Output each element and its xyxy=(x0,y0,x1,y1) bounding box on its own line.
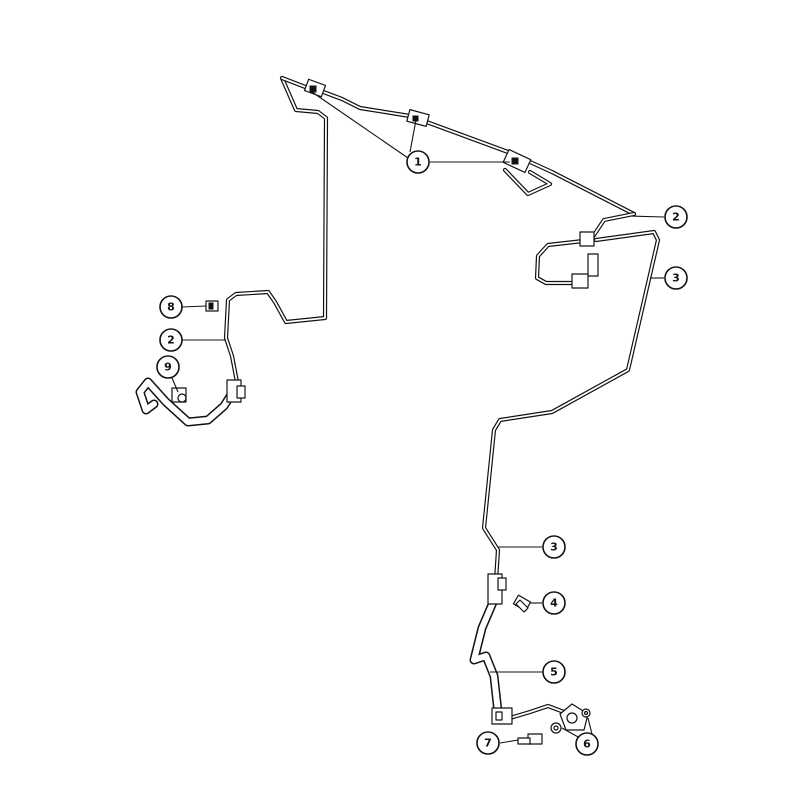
part-8-clip xyxy=(205,300,219,312)
callout-5: 5 xyxy=(542,660,566,684)
svg-text:6: 6 xyxy=(583,738,591,751)
callout-4: 4 xyxy=(542,591,566,615)
tube-loop xyxy=(502,167,553,197)
part-7-bolt xyxy=(517,733,543,745)
brake-hose-5 xyxy=(469,595,567,721)
part-6-washer xyxy=(550,708,591,734)
svg-text:4: 4 xyxy=(550,597,558,610)
callout-3-upper: 3 xyxy=(664,266,688,290)
callout-1: 1 xyxy=(406,150,430,174)
clip-1b xyxy=(406,109,430,127)
tube-right-loop xyxy=(534,237,595,286)
callout-9: 9 xyxy=(156,355,180,379)
brake-tube-2-top xyxy=(315,87,637,241)
svg-text:2: 2 xyxy=(672,211,680,224)
svg-text:9: 9 xyxy=(164,361,172,374)
brake-tube-2-left xyxy=(223,75,329,385)
svg-text:7: 7 xyxy=(484,737,492,750)
svg-text:8: 8 xyxy=(167,301,175,314)
tube-fitting-lower xyxy=(571,273,589,289)
brake-hose-9 xyxy=(135,377,239,427)
callout-8: 8 xyxy=(159,295,183,319)
leader-lines xyxy=(171,91,665,744)
tube-fitting-upper xyxy=(579,231,599,277)
hose-bracket-right xyxy=(487,573,507,605)
callout-7: 7 xyxy=(476,731,500,755)
svg-text:3: 3 xyxy=(550,541,558,554)
svg-text:5: 5 xyxy=(550,666,558,679)
part-9-clip xyxy=(171,387,187,403)
svg-text:3: 3 xyxy=(672,272,680,285)
callout-2-right: 2 xyxy=(664,205,688,229)
callout-3-lower: 3 xyxy=(542,535,566,559)
clip-1c xyxy=(502,148,532,174)
callout-6: 6 xyxy=(575,732,599,756)
svg-text:1: 1 xyxy=(414,156,422,169)
svg-text:2: 2 xyxy=(167,334,175,347)
part-4-bolt xyxy=(512,594,532,613)
brake-tube-3 xyxy=(481,229,661,583)
hose-fitting-lower xyxy=(491,707,513,725)
caliper-block xyxy=(559,703,589,731)
hose-bracket-left xyxy=(226,379,246,403)
callout-2-left: 2 xyxy=(159,328,183,352)
clip-1a xyxy=(303,78,327,98)
